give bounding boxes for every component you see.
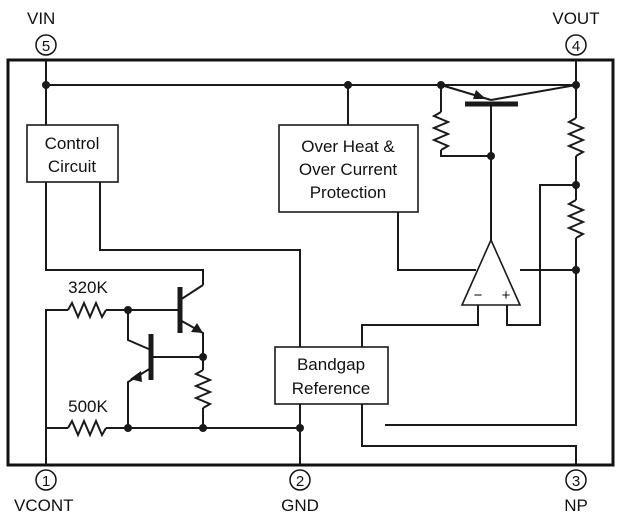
bandgap-to-opamp-wire bbox=[361, 305, 479, 347]
control-circuit-label-line2: Circuit bbox=[48, 157, 96, 176]
pass-transistor-arrow bbox=[473, 90, 486, 99]
bandgap-label-line2: Reference bbox=[292, 379, 370, 398]
vcont-pin-circle bbox=[35, 469, 57, 491]
vcont-pin-name: VCONT bbox=[14, 496, 74, 515]
protection-label-line1: Over Heat & bbox=[301, 137, 395, 156]
gnd-pin-circle bbox=[289, 469, 311, 491]
protection-label-line3: Protection bbox=[310, 183, 387, 202]
vin-pin-name: VIN bbox=[27, 9, 55, 28]
np-pin-circle bbox=[565, 469, 587, 491]
gnd-pin-number: 2 bbox=[296, 473, 304, 490]
junction-dots bbox=[42, 81, 580, 432]
opamp-plus-label: + bbox=[502, 287, 511, 304]
pass-transistor-collector-lead bbox=[490, 84, 577, 101]
np-pin-number: 3 bbox=[572, 473, 580, 490]
divider-resistor-bottom bbox=[566, 199, 586, 239]
np-wire bbox=[361, 404, 577, 465]
divider-bottom-wire bbox=[385, 238, 577, 426]
bandgap-label-line1: Bandgap bbox=[297, 355, 365, 374]
lower-transistor-arrow bbox=[130, 371, 142, 382]
resistor-320k-label: 320K bbox=[68, 278, 108, 297]
bias-resistor bbox=[431, 111, 451, 151]
resistor-320k bbox=[67, 300, 107, 320]
upper-transistor-emitter bbox=[179, 319, 204, 357]
vcont-pin-number: 1 bbox=[42, 473, 50, 490]
lower-transistor-emitter bbox=[127, 367, 152, 428]
ic-package-outline bbox=[6, 58, 615, 467]
control-to-bandgap-wire bbox=[99, 182, 301, 347]
protection-label-line2: Over Current bbox=[299, 160, 398, 179]
feedback-wire bbox=[506, 184, 576, 326]
vout-pin-circle bbox=[565, 34, 587, 56]
lower-transistor-collector bbox=[127, 310, 152, 351]
protection-block bbox=[278, 124, 419, 213]
bandgap-reference-block bbox=[274, 346, 389, 405]
control-to-transistor-wire bbox=[45, 182, 204, 285]
upper-transistor-collector bbox=[179, 284, 204, 301]
vout-pin-number: 4 bbox=[572, 38, 580, 55]
vin-pin-circle bbox=[35, 34, 57, 56]
vcont-upper-wire bbox=[45, 309, 68, 465]
gnd-pin-name: GND bbox=[281, 496, 319, 515]
upper-transistor-arrow bbox=[191, 323, 203, 333]
control-circuit-label-line1: Control bbox=[45, 134, 100, 153]
error-amplifier bbox=[460, 238, 522, 306]
np-pin-name: NP bbox=[564, 496, 588, 515]
protection-to-opamp-wire bbox=[397, 212, 476, 271]
vin-rail bbox=[45, 60, 577, 86]
control-circuit-block bbox=[26, 124, 119, 183]
emitter-resistor bbox=[193, 369, 213, 409]
resistor-500k-label: 500K bbox=[68, 397, 108, 416]
bias-resistor-bottom-wire bbox=[440, 150, 491, 157]
vout-pin-name: VOUT bbox=[552, 9, 599, 28]
vin-pin-number: 5 bbox=[42, 38, 50, 55]
resistor-500k bbox=[67, 418, 107, 438]
opamp-minus-label: − bbox=[474, 287, 483, 304]
divider-resistor-top bbox=[566, 117, 586, 157]
